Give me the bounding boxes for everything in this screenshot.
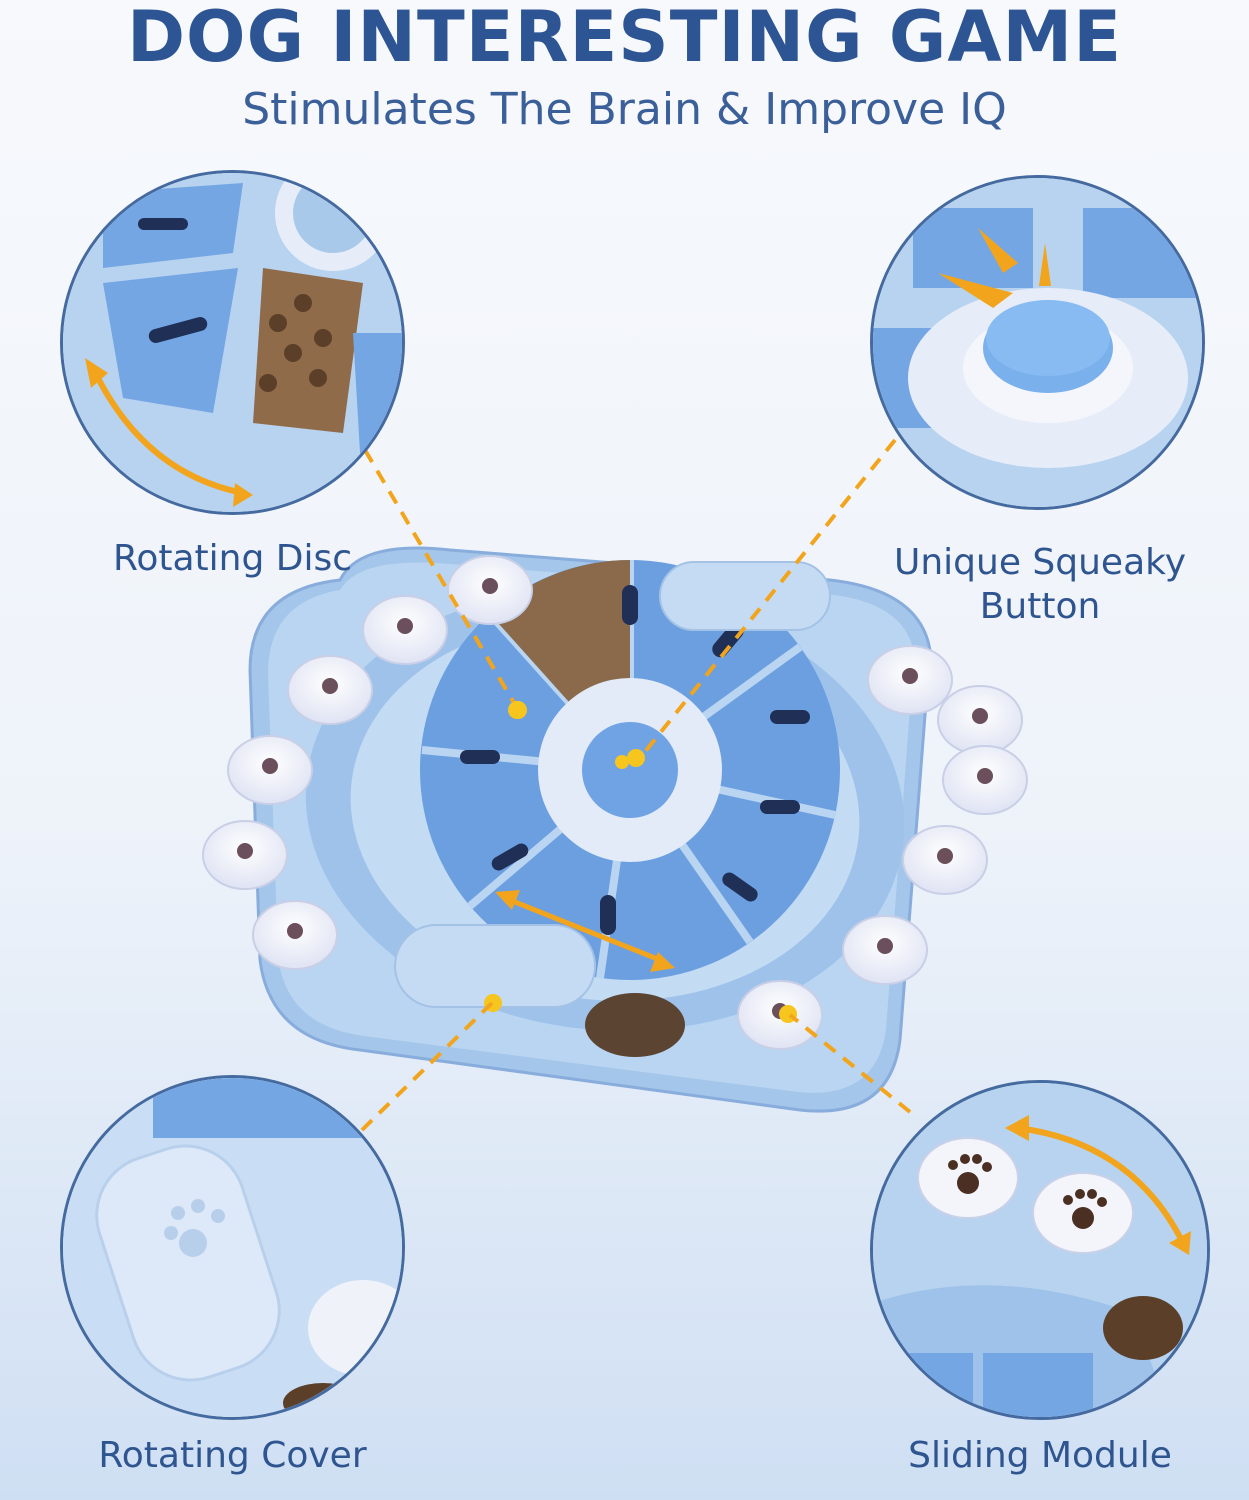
rotating-disc-label: Rotating Disc	[112, 538, 353, 579]
squeaky-button-detail	[870, 175, 1205, 510]
sliding-module-label: Sliding Module	[908, 1435, 1172, 1476]
rotating-cover-detail	[60, 1075, 405, 1420]
rotating-disc-detail	[60, 170, 405, 515]
sliding-module-detail	[870, 1080, 1210, 1420]
squeaky-button-label-line2: Button	[979, 586, 1101, 627]
page-subtitle: Stimulates The Brain & Improve IQ	[242, 84, 1007, 135]
page-title: DOG INTERESTING GAME	[126, 0, 1123, 78]
squeaky-button-label-line1: Unique Squeaky	[893, 542, 1187, 583]
puzzle-toy-illustration	[202, 546, 1028, 1113]
rotating-cover-label: Rotating Cover	[98, 1435, 367, 1476]
